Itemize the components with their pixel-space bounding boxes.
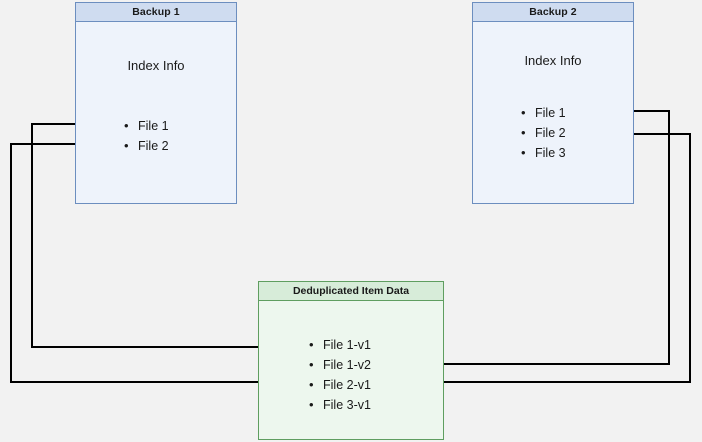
connector-backup2-file2 [396, 133, 691, 386]
backup-1-title: Index Info [127, 58, 185, 73]
list-item: File 1-v1 [307, 335, 371, 355]
list-item: File 1 [519, 103, 566, 123]
list-item: File 2 [519, 123, 566, 143]
deduplicated-item-data-box[interactable]: Deduplicated Item Data File 1-v1 File 1-… [258, 281, 444, 440]
backup-1-header: Backup 1 [76, 3, 236, 22]
list-item: File 1 [122, 116, 169, 136]
backup-1-file-list: File 1 File 2 [122, 116, 169, 156]
dedup-file-list: File 1-v1 File 1-v2 File 2-v1 File 3-v1 [307, 335, 371, 415]
connector-backup2-file1 [396, 110, 670, 368]
list-item: File 3 [519, 143, 566, 163]
backup-1-box[interactable]: Backup 1 Index Info File 1 File 2 [75, 2, 237, 204]
backup-2-title: Index Info [524, 53, 582, 68]
connector-backup1-file2 [10, 143, 300, 386]
backup-2-header: Backup 2 [473, 3, 633, 22]
backup-2-file-list: File 1 File 2 File 3 [519, 103, 566, 163]
list-item: File 3-v1 [307, 395, 371, 415]
list-item: File 2 [122, 136, 169, 156]
dedup-header: Deduplicated Item Data [259, 282, 443, 301]
list-item: File 1-v2 [307, 355, 371, 375]
backup-2-box[interactable]: Backup 2 Index Info File 1 File 2 File 3 [472, 2, 634, 204]
list-item: File 2-v1 [307, 375, 371, 395]
